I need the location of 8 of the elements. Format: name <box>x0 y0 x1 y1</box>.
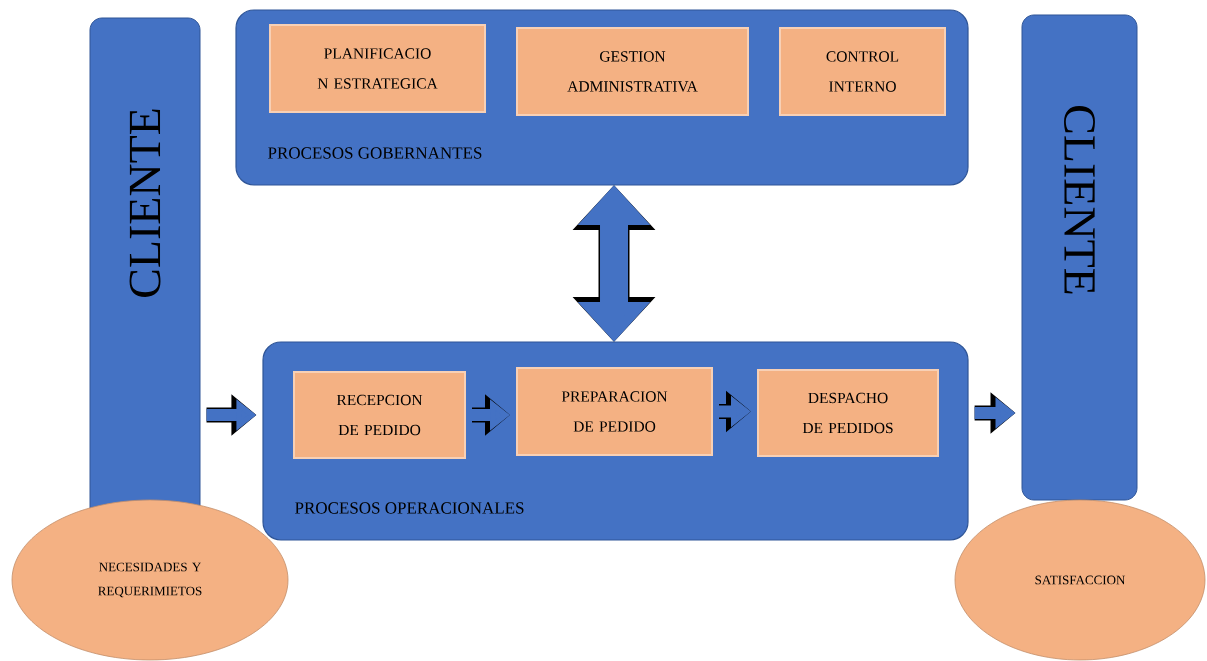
process-box: PLANIFICACIO N ESTRATEGICA <box>269 24 486 113</box>
process-box: DESPACHO DE PEDIDOS <box>757 369 939 457</box>
client-bar: CLIENTE <box>1021 14 1138 501</box>
client-bar: CLIENTE <box>89 17 201 521</box>
process-box: RECEPCION DE PEDIDO <box>293 371 466 459</box>
process-box: CONTROL INTERNO <box>779 27 946 116</box>
process-box: GESTION ADMINISTRATIVA <box>516 27 749 116</box>
process-box: PREPARACION DE PEDIDO <box>516 367 713 456</box>
